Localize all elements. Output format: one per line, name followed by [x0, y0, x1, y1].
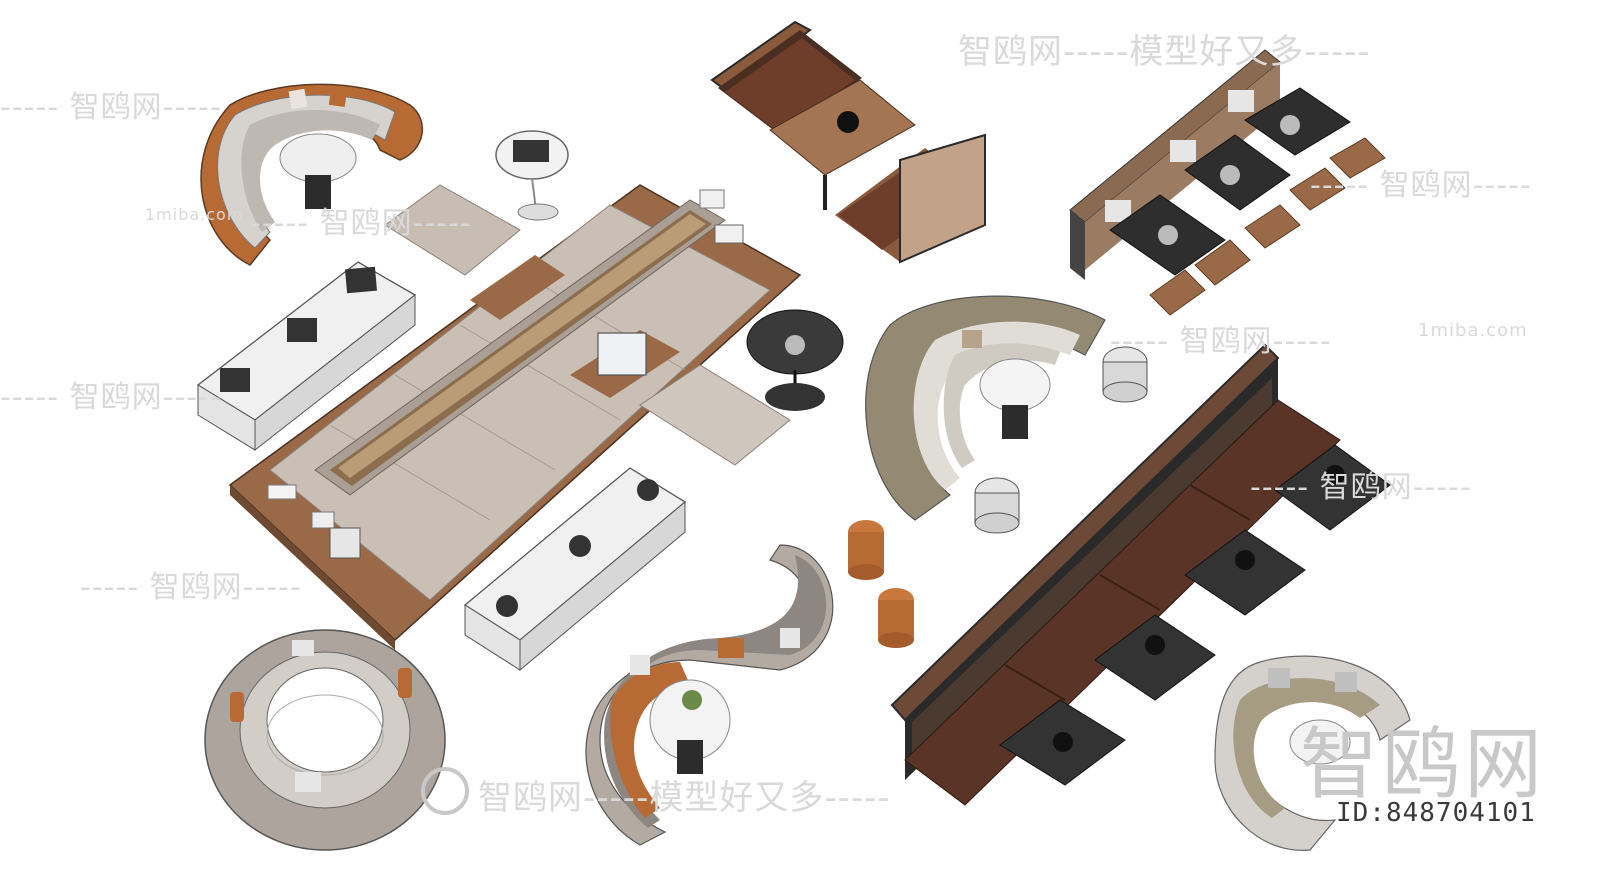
watermark-right-mid: ----- 智鸥网-----: [1250, 470, 1472, 505]
orange-stools: [848, 520, 914, 648]
bar-dining-table-set: [1069, 49, 1386, 316]
marble-stools: [974, 346, 1148, 534]
watermark-center-right: ----- 智鸥网-----: [1110, 324, 1332, 359]
watermark-site-1: 1miba.com: [1418, 320, 1528, 341]
model-id-label: ID:848704101: [1336, 798, 1536, 828]
s-curve-sofa: [585, 544, 834, 846]
watermark-bottom-left: ----- 智鸥网-----: [80, 570, 302, 605]
display-counter-bottom: [463, 467, 687, 672]
large-sectional-sofa-with-bookcase: [228, 184, 802, 650]
watermark-left: ----- 智鸥网-----: [0, 380, 222, 415]
watermark-top: 智鸥网-----模型好又多-----: [958, 32, 1371, 72]
long-banquette-with-tables: [890, 343, 1391, 806]
curved-olive-sofa: [865, 295, 1148, 534]
watermark-mid-left: ----- 智鸥网-----: [250, 206, 472, 241]
watermark-logo-icon: [421, 767, 469, 815]
booth-dining-set: [710, 20, 986, 264]
round-ring-sofa: [204, 629, 446, 851]
watermark-site-2: 1miba.com: [145, 205, 244, 224]
c-shaped-grey-sofa: [1214, 655, 1411, 851]
display-counter-left: [196, 261, 417, 452]
watermark-topleft: ----- 智鸥网-----: [0, 90, 222, 125]
watermark-right: ----- 智鸥网-----: [1310, 168, 1532, 203]
watermark-bottom: 智鸥网-----模型好又多-----: [478, 778, 891, 818]
dark-round-side-table: [746, 309, 844, 411]
watermark-big-logo: 智鸥网: [1300, 720, 1547, 810]
side-table-round: [495, 130, 569, 221]
curved-orange-sofa: [200, 83, 424, 266]
